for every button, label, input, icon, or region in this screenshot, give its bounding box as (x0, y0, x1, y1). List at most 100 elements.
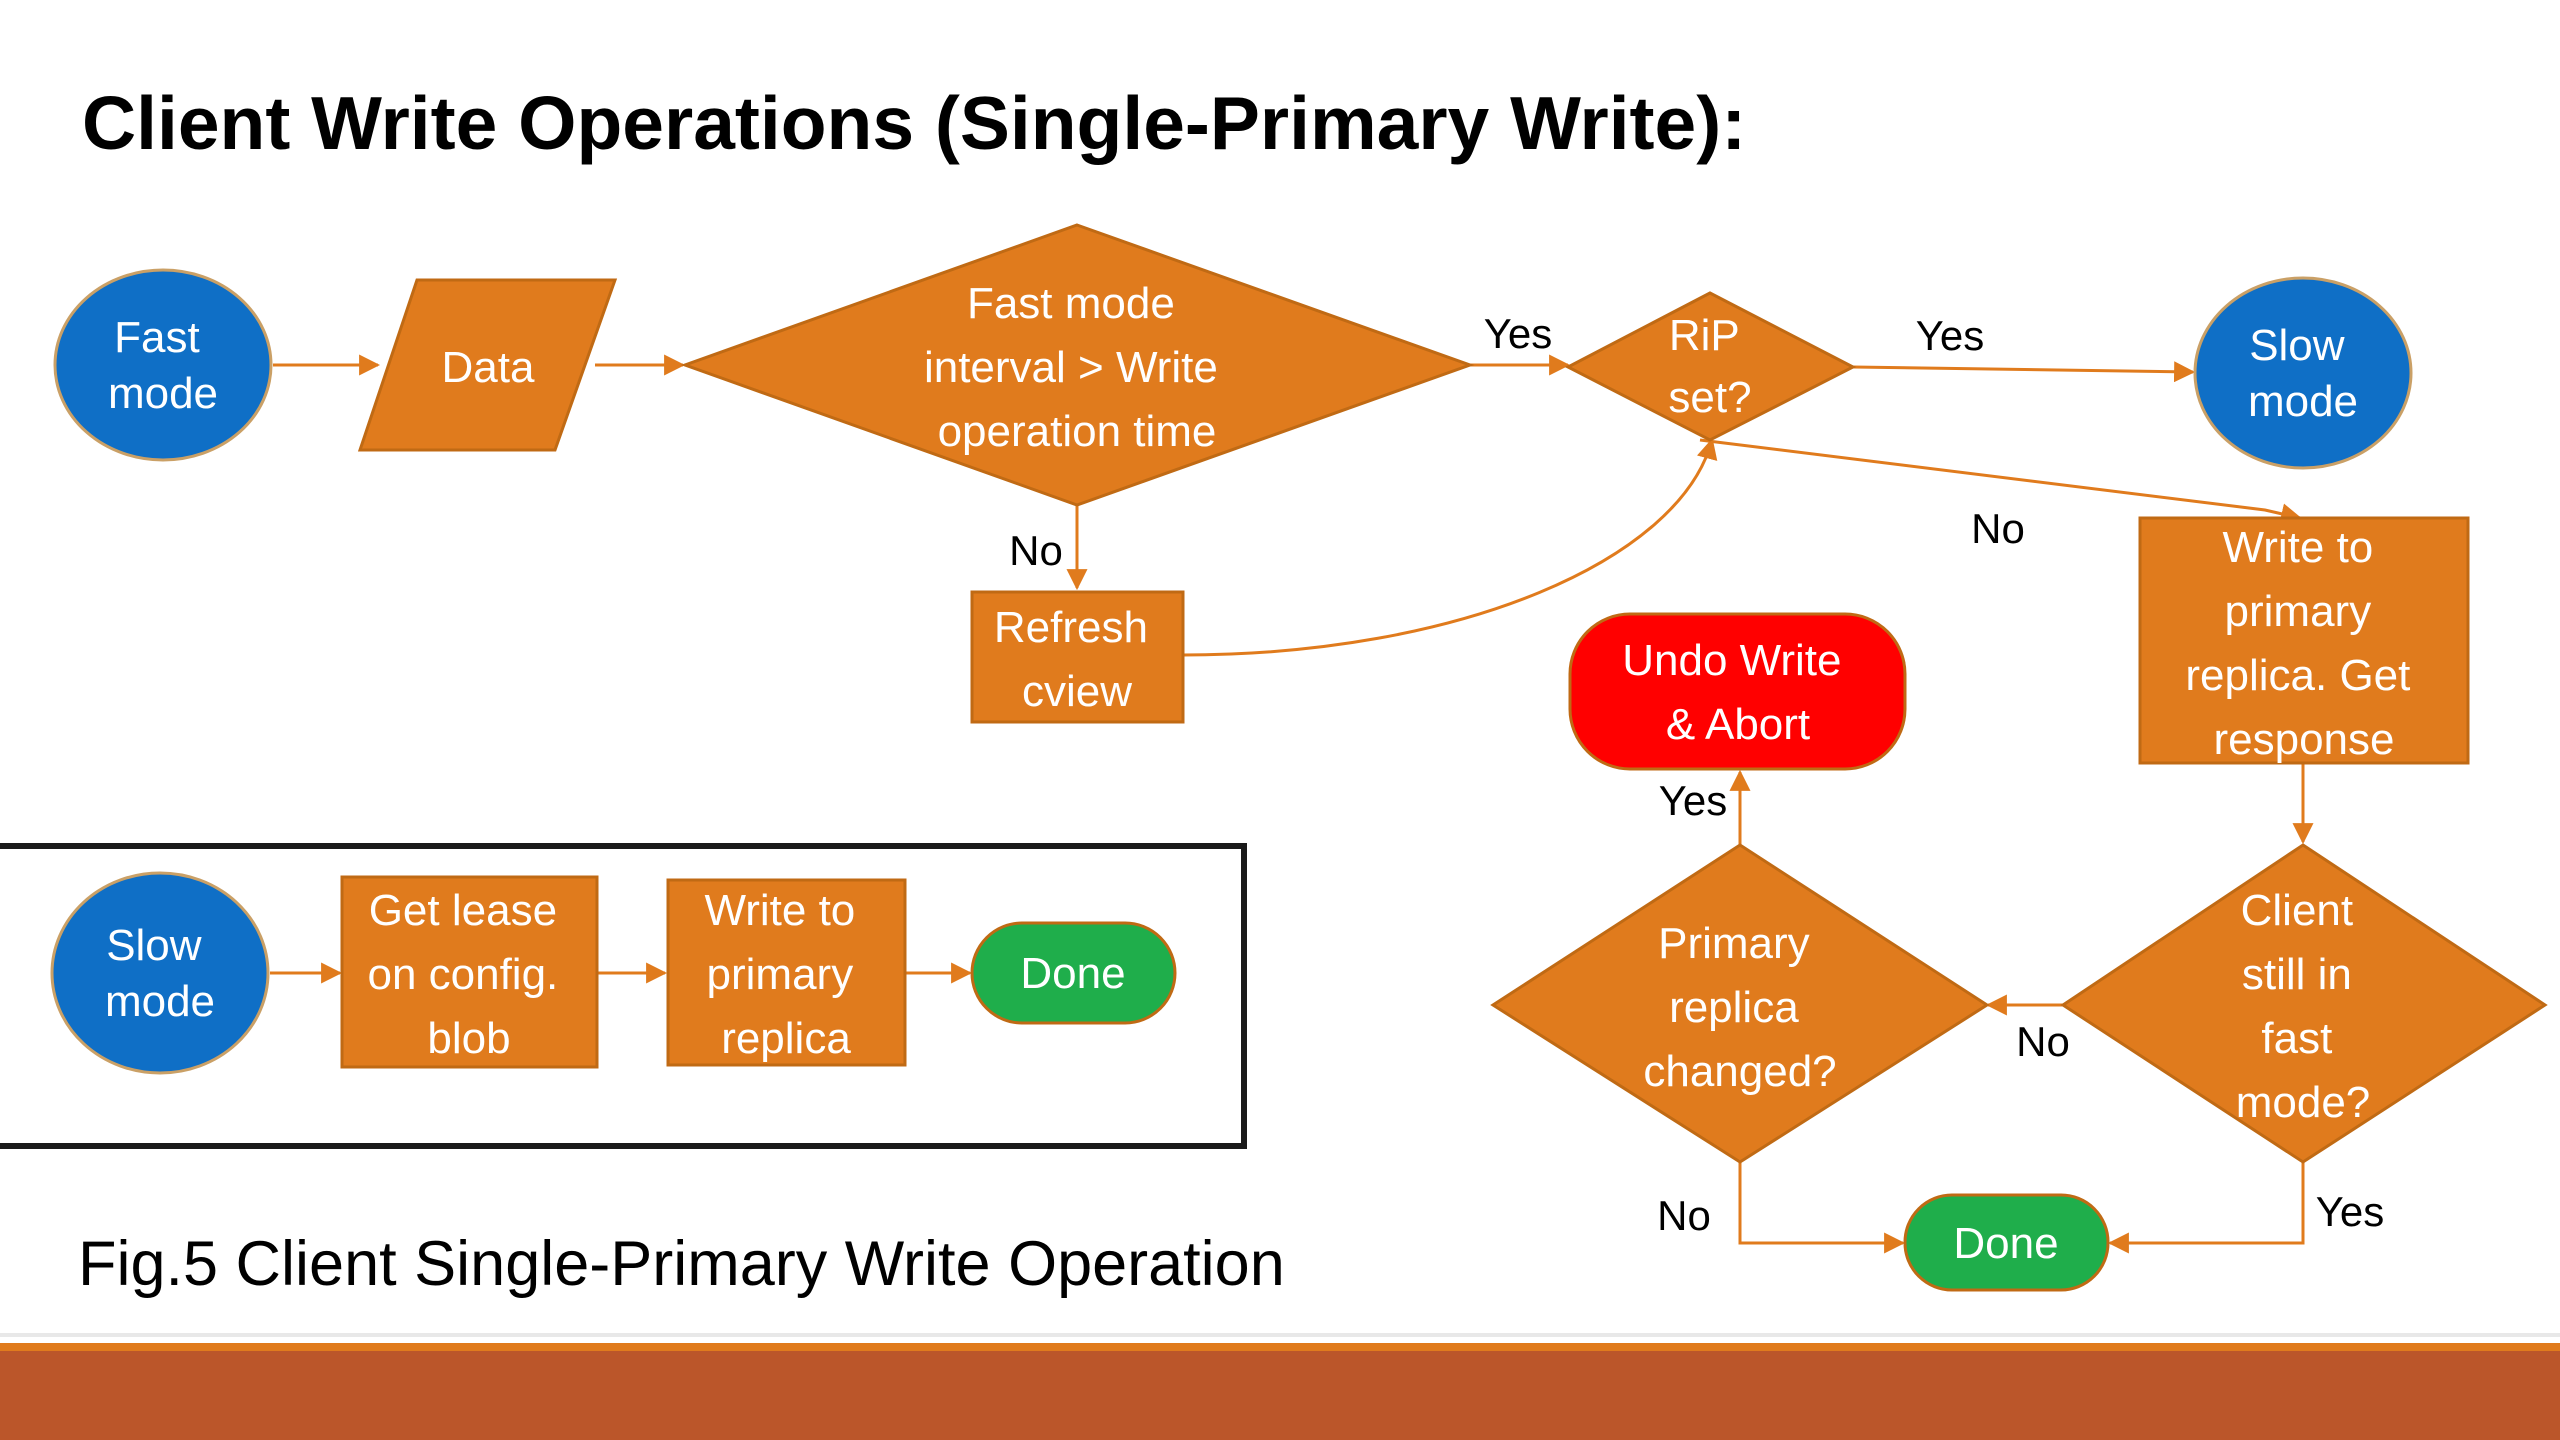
node-interval-decision: Fast mode interval > Write operation tim… (680, 223, 1475, 507)
node-undo-abort: Undo Write & Abort (1568, 612, 1907, 771)
node-label: Slow (2249, 321, 2345, 370)
node-shape (53, 268, 273, 462)
node-shape (340, 875, 599, 1069)
node-label: mode (108, 369, 218, 418)
node-label: Primary (1658, 919, 1810, 968)
node-shape (50, 871, 270, 1075)
edge-label-changed-yes: Yes (1659, 777, 1728, 824)
edge-changed-no (1738, 1162, 1906, 1254)
node-label: Client (2241, 886, 2354, 935)
edge-rip-yes (1852, 361, 2196, 383)
slide-title: Client Write Operations (Single-Primary … (82, 81, 1747, 165)
node-label: on config. (367, 950, 558, 999)
node-get-lease: Get lease on config. blob (340, 875, 599, 1069)
node-shape (1568, 612, 1907, 771)
node-shape (666, 878, 907, 1067)
node-label: mode? (2236, 1078, 2371, 1127)
node-write-primary-response: Write to primary replica. Get response (2138, 516, 2470, 765)
node-label: replica (721, 1014, 851, 1063)
node-label: Refresh (994, 603, 1148, 652)
svg-text:Primary replica ch: Primary replica changed? (1643, 919, 1836, 1096)
node-label: cview (1022, 667, 1132, 716)
edge-refresh-to-rip (1182, 437, 1718, 657)
slow-mode-frame (0, 843, 1247, 1149)
node-label: primary (2225, 587, 2372, 636)
footer-divider (0, 1333, 2560, 1337)
svg-text:Get lease on config.: Get lease on config. blob (367, 886, 570, 1063)
node-shape (357, 278, 618, 452)
node-shape (680, 223, 1475, 507)
edge-label-changed-no: No (1657, 1192, 1711, 1239)
node-shape (970, 590, 1185, 724)
node-refresh-cview: Refresh cview (970, 590, 1185, 724)
edge-label-rip-no: No (1971, 505, 2025, 552)
svg-text:Write to primary r: Write to primary replica (704, 886, 867, 1063)
edge-label-fast-yes: Yes (2316, 1188, 2385, 1235)
svg-text:Done: Done (1953, 1219, 2058, 1268)
node-still-fast-decision: Client still in fast mode? (2060, 843, 2548, 1164)
node-done-right: Done (1903, 1193, 2110, 1292)
node-label: mode (2248, 377, 2358, 426)
node-data: Data (357, 278, 618, 452)
node-label: mode (105, 977, 215, 1026)
node-label: Fast mode (967, 279, 1175, 328)
node-label: blob (427, 1014, 510, 1063)
node-label: Done (1020, 949, 1125, 998)
edge-label-rip-yes: Yes (1916, 312, 1985, 359)
node-label: replica (1669, 983, 1799, 1032)
figure-caption: Fig.5 Client Single-Primary Write Operat… (78, 1229, 1285, 1299)
node-label: Data (442, 343, 535, 392)
svg-text:Write to primary r: Write to primary replica. Get response (2185, 523, 2422, 764)
node-shape (1903, 1193, 2110, 1292)
svg-text:Refresh cview: Refresh cview (994, 603, 1160, 716)
node-label: Undo Write (1622, 636, 1841, 685)
svg-text:Fast mode interval > Wri: Fast mode interval > Write operation tim… (924, 279, 1230, 456)
edge-label-fast-no: No (2016, 1018, 2070, 1065)
edges (270, 354, 2314, 1254)
edge-rip-no (1699, 438, 2303, 525)
node-label: interval > Write (924, 343, 1218, 392)
svg-text:Fast mode: Fast mode (108, 313, 218, 418)
svg-text:Undo Write & Abort: Undo Write & Abort (1622, 636, 1854, 749)
node-label: Get lease (369, 886, 557, 935)
node-fast-mode-start: Fast mode (53, 268, 273, 462)
node-label: fast (2261, 1014, 2332, 1063)
svg-text:Done: Done (1020, 949, 1125, 998)
node-write-primary-slow: Write to primary replica (666, 878, 907, 1067)
node-label: RiP (1669, 311, 1739, 360)
node-label: operation time (938, 407, 1217, 456)
node-label: changed? (1643, 1047, 1836, 1096)
node-slow-mode-start: Slow mode (50, 871, 270, 1075)
svg-text:Client still in fa: Client still in fast mode? (2236, 886, 2371, 1127)
node-label: Done (1953, 1219, 2058, 1268)
node-label: primary (707, 950, 854, 999)
edge-label-interval-yes: Yes (1484, 310, 1553, 357)
node-shape (970, 921, 1177, 1025)
svg-text:Data: Data (442, 343, 535, 392)
node-done-left: Done (970, 921, 1177, 1025)
node-primary-changed-decision: Primary replica changed? (1490, 843, 1990, 1164)
edge-label-interval-no: No (1009, 527, 1063, 574)
node-label: replica. Get (2185, 651, 2410, 700)
node-label: response (2213, 715, 2394, 764)
svg-text:RiP set?: RiP set? (1668, 311, 1751, 422)
node-label: Fast (114, 313, 200, 362)
node-shape (2193, 276, 2413, 470)
node-shape (2138, 516, 2470, 765)
svg-text:Slow mode: Slow mode (105, 921, 215, 1026)
edge-still-fast-yes (2107, 1162, 2305, 1254)
node-label: Write to (704, 886, 855, 935)
node-label: still in (2242, 950, 2352, 999)
node-label: Write to (2222, 523, 2373, 572)
node-shape (1490, 843, 1990, 1164)
node-label: & Abort (1666, 700, 1810, 749)
node-shape (2060, 843, 2548, 1164)
node-rip-decision: RiP set? (1564, 291, 1857, 442)
node-label: Slow (106, 921, 202, 970)
flowchart: Fast mode Data Fast mode interval > Writ… (0, 223, 2548, 1292)
footer-bar (0, 1343, 2560, 1440)
svg-text:Slow mode: Slow mode (2248, 321, 2358, 426)
node-label: set? (1668, 373, 1751, 422)
node-slow-mode-end: Slow mode (2193, 276, 2413, 470)
node-shape (1564, 291, 1857, 442)
